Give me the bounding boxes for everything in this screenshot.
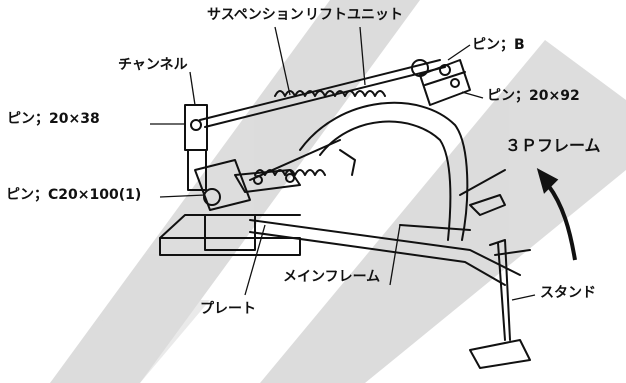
leader-plate: [244, 224, 266, 296]
label-channel: チャンネル: [118, 57, 188, 73]
leader-lift-unit: [359, 26, 366, 86]
base-plate-left: [159, 214, 301, 256]
stand-shape: [469, 239, 531, 369]
main-frame-shape: [249, 219, 521, 286]
rotation-arrow-icon: [536, 168, 577, 261]
leader-pin-20x92: [461, 91, 484, 99]
three-point-frame-shape: [299, 101, 506, 241]
label-suspension: サスペンション: [207, 7, 304, 23]
label-plate: プレート: [200, 301, 256, 317]
left-block-shape: [194, 159, 256, 251]
leader-pin-c20: [159, 194, 206, 198]
leader-channel: [189, 71, 196, 106]
label-main-frame: メインフレーム: [283, 269, 381, 285]
leader-lines: [150, 26, 536, 301]
label-pin-c20x100: ピン；C20×100(1): [6, 187, 142, 203]
leader-main-frame: [389, 224, 401, 286]
label-stand: スタンド: [540, 285, 596, 301]
plate-shape: [234, 169, 301, 193]
leader-suspension: [274, 26, 291, 96]
label-pin-20x92: ピン；20×92: [487, 88, 580, 104]
upper-right-block-shape: [419, 59, 471, 106]
label-pin-b: ピン；B: [472, 37, 525, 53]
leader-stand: [511, 294, 536, 301]
channel-shape: [184, 104, 208, 191]
label-lift-unit: リフトユニット: [305, 7, 403, 23]
label-pin-20x38: ピン；20×38: [7, 111, 100, 127]
label-3p-frame: ３Ｐフレーム: [505, 136, 601, 155]
lift-unit-shape: [199, 59, 446, 128]
leader-pin-b: [447, 44, 471, 61]
